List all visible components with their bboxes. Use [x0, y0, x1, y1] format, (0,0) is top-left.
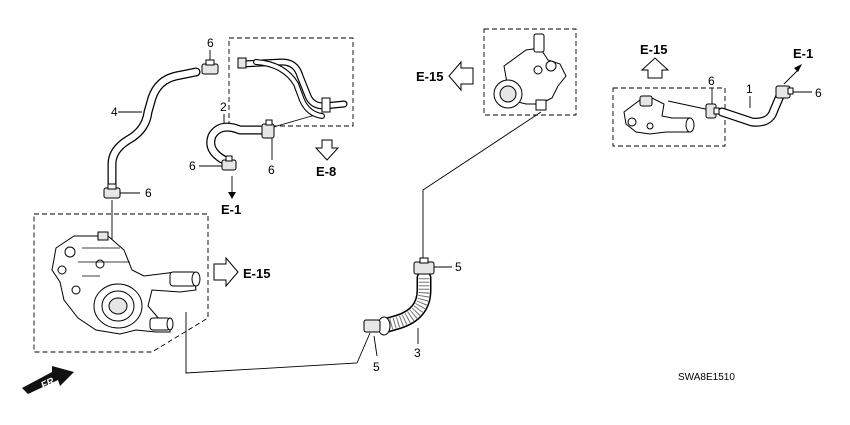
clamp-6-housing [103, 183, 121, 199]
front-marker: FR. [22, 366, 74, 394]
clamp-6-far-right [775, 85, 794, 99]
water-outlet [493, 33, 567, 111]
arrow-right-e15 [213, 256, 239, 288]
label-hose-2: 2 [220, 100, 227, 114]
arrow-up-e15 [640, 57, 670, 79]
leader-joint-to-clamp [667, 100, 711, 111]
clamp-6-mid [261, 119, 275, 139]
arrow-up-right-e1-shaft [783, 69, 799, 85]
ref-e1-lower: E-1 [221, 202, 241, 217]
label-clamp-6-top: 6 [207, 36, 214, 50]
clamp-6-right [705, 103, 720, 119]
leader-label-5-lower [373, 335, 378, 357]
label-hose-4: 4 [111, 105, 118, 119]
diagram-code: SWA8E1510 [678, 372, 735, 383]
hose-1 [717, 91, 785, 127]
leader-clamp-to-water-outlet [422, 111, 542, 273]
pipe-bracket [321, 97, 331, 113]
arrow-left-e15 [448, 60, 474, 92]
label-clamp-5-upper: 5 [455, 260, 462, 274]
arrow-down-e8 [314, 139, 340, 161]
label-hose-1: 1 [746, 82, 753, 96]
thermostat-housing [51, 231, 201, 335]
clamp-5-lower [363, 316, 391, 336]
ref-e8: E-8 [316, 164, 336, 179]
label-clamp-6-far-right: 6 [815, 86, 822, 100]
hose-2 [206, 122, 267, 167]
clamp-6-lower [221, 155, 237, 171]
label-clamp-6-mid: 6 [268, 163, 275, 177]
pipe-end-cap [237, 57, 247, 69]
arrow-up-right-e1-head [794, 64, 802, 72]
label-clamp-6-lower: 6 [189, 159, 196, 173]
label-clamp-6-right: 6 [708, 74, 715, 88]
ref-e1-upper: E-1 [793, 46, 813, 61]
label-hose-3: 3 [414, 346, 421, 360]
hose-3 [376, 270, 432, 334]
hose-4 [107, 67, 201, 193]
arrow-down-e1-head [228, 192, 236, 199]
water-pipe-group-box [228, 37, 354, 127]
joint [623, 95, 695, 135]
clamp-5-upper [413, 257, 435, 275]
water-outlet-group-box [483, 28, 577, 116]
ref-e15-right: E-15 [243, 266, 270, 281]
clamp-6-top [201, 59, 219, 75]
thermostat-housing-group-box [33, 213, 209, 353]
label-clamp-5-lower: 5 [373, 360, 380, 374]
label-clamp-6-housing: 6 [145, 186, 152, 200]
leader-thermostat-to-clamp [185, 312, 371, 374]
ref-e15-up: E-15 [640, 42, 667, 57]
ref-e15-left: E-15 [416, 69, 443, 84]
water-pipe [237, 57, 348, 119]
